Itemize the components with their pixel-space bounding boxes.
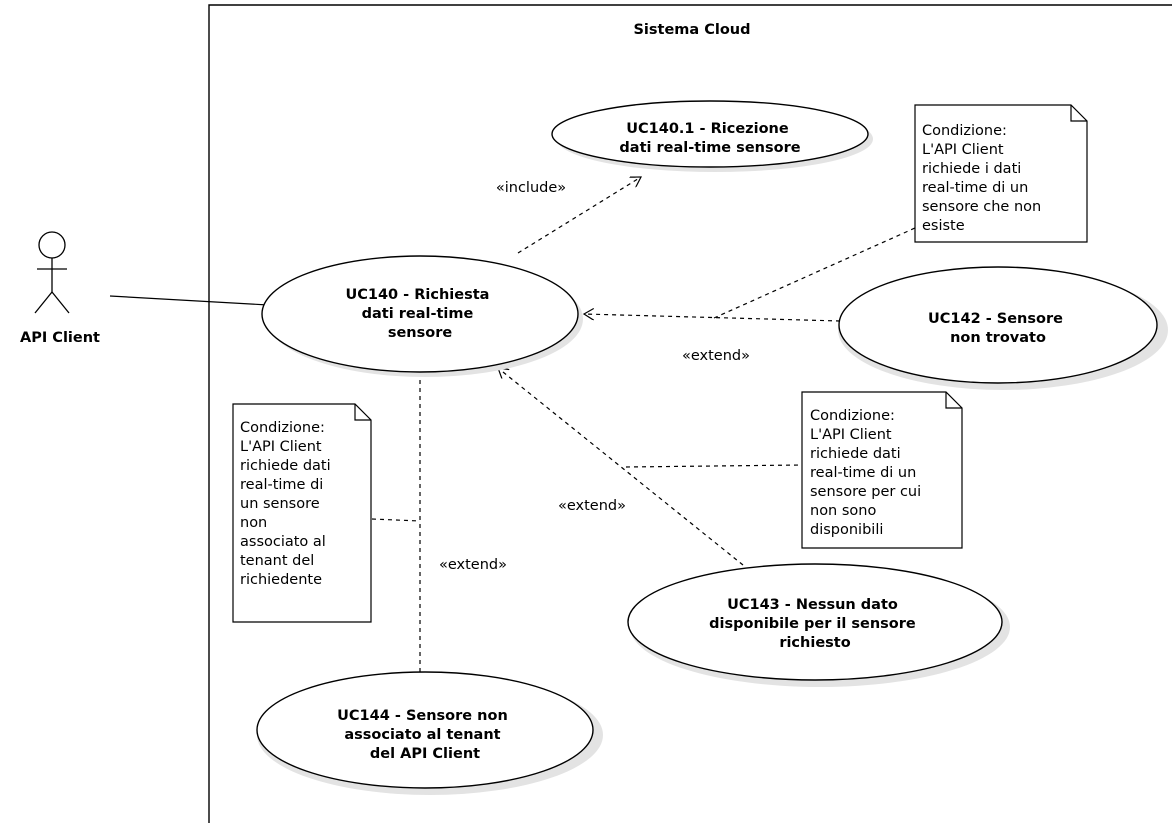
note-uc143-text: Condizione: L'API Client richiede dati r… bbox=[810, 408, 926, 538]
note-uc143: Condizione: L'API Client richiede dati r… bbox=[801, 391, 963, 549]
note-anchor-uc143 bbox=[625, 464, 803, 468]
note-uc142-text: Condizione: L'API Client richiede i dati… bbox=[922, 123, 1046, 234]
use-case-uc140-title: UC140 - Richiesta dati real-time sensore bbox=[345, 287, 494, 341]
actor-api-client[interactable]: API Client bbox=[20, 231, 100, 346]
use-case-uc142[interactable]: UC142 - Sensore non trovato bbox=[838, 266, 1168, 390]
note-uc144: Condizione: L'API Client richiede dati r… bbox=[232, 403, 372, 623]
system-title: Sistema Cloud bbox=[633, 22, 750, 38]
actor-stick-figure-icon bbox=[34, 231, 70, 314]
use-case-uc140[interactable]: UC140 - Richiesta dati real-time sensore bbox=[261, 255, 583, 377]
extend-arrow-uc142 bbox=[584, 314, 841, 322]
note-anchor-uc144 bbox=[371, 518, 421, 522]
system-boundary: Sistema Cloud bbox=[208, 4, 1172, 823]
extend-label-uc142: «extend» bbox=[682, 348, 750, 364]
actor-label: API Client bbox=[20, 330, 100, 346]
use-case-uc144[interactable]: UC144 - Sensore non associato al tenant … bbox=[256, 671, 603, 795]
use-case-uc144-title: UC144 - Sensore non associato al tenant … bbox=[337, 708, 513, 762]
include-arrow bbox=[517, 177, 641, 254]
note-uc142: Condizione: L'API Client richiede i dati… bbox=[914, 104, 1088, 243]
use-case-uc143[interactable]: UC143 - Nessun dato disponibile per il s… bbox=[627, 563, 1010, 687]
note-uc144-text: Condizione: L'API Client richiede dati r… bbox=[240, 420, 335, 588]
use-case-uc143-title: UC143 - Nessun dato disponibile per il s… bbox=[709, 597, 921, 651]
extend-label-uc144: «extend» bbox=[439, 557, 507, 573]
use-case-uc142-title: UC142 - Sensore non trovato bbox=[928, 311, 1068, 346]
extend-label-uc143: «extend» bbox=[558, 498, 626, 514]
use-case-uc140-1[interactable]: UC140.1 - Ricezione dati real-time senso… bbox=[551, 100, 873, 172]
use-case-uc140-1-title: UC140.1 - Ricezione dati real-time senso… bbox=[619, 121, 800, 156]
association-line bbox=[109, 295, 269, 306]
include-label: «include» bbox=[496, 180, 566, 196]
